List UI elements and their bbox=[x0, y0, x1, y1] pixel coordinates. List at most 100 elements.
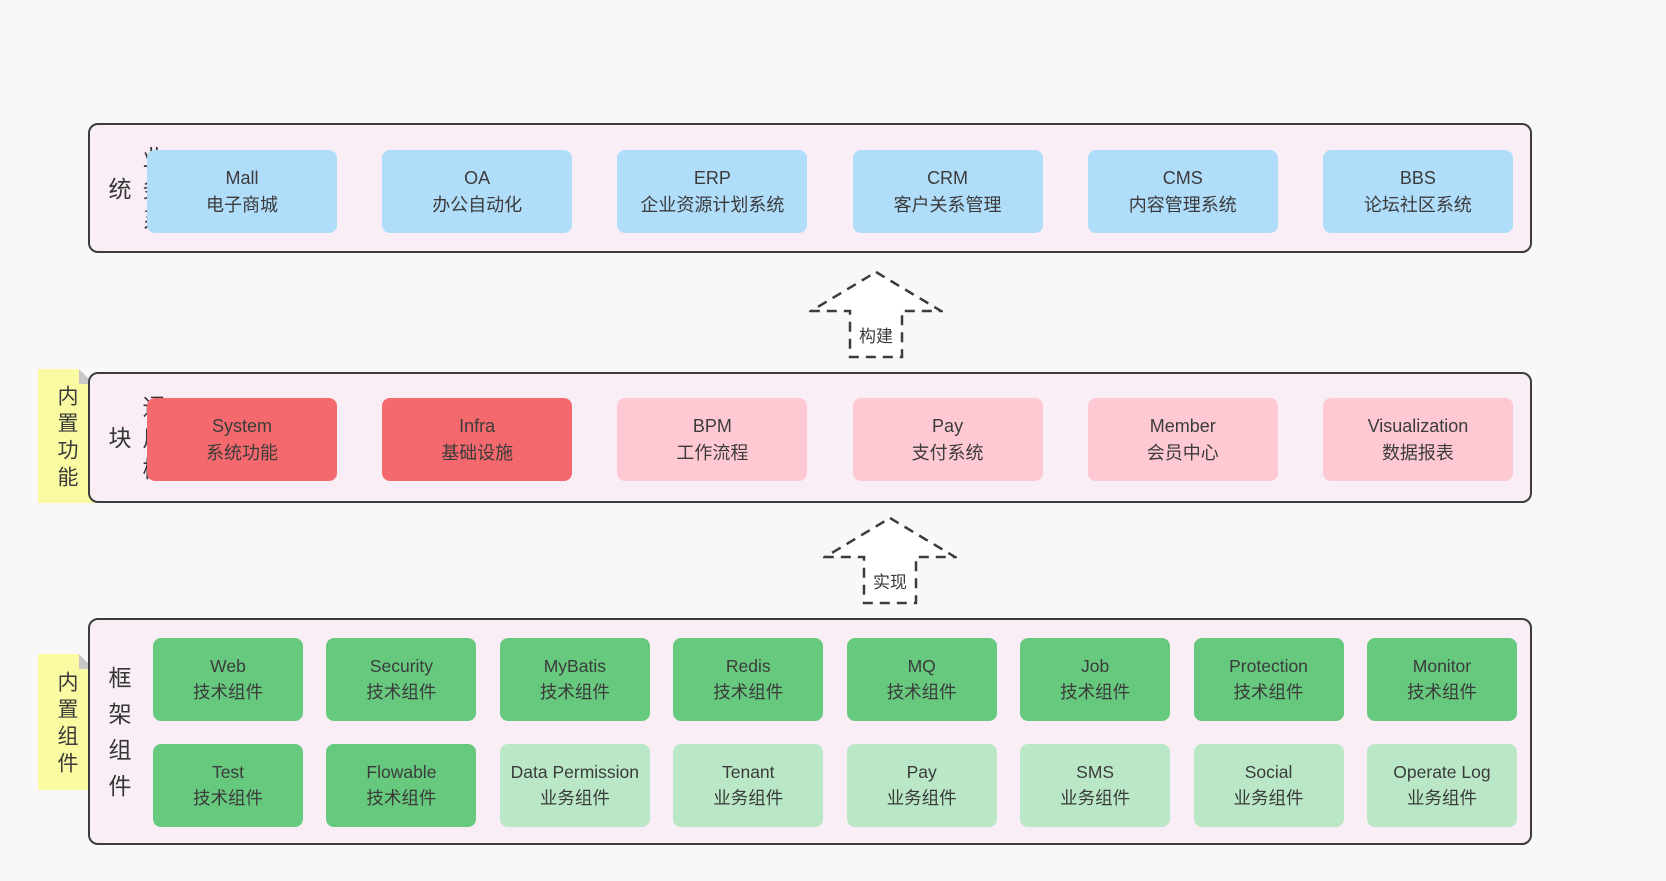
box-name: Tenant bbox=[721, 762, 775, 783]
common-modules-panel: 通用模块 System 系统功能 Infra 基础设施 BPM 工作流程 Pay… bbox=[88, 372, 1532, 503]
builtin-components-note: 内置组件 bbox=[38, 654, 94, 790]
box-tenant: Tenant 业务组件 bbox=[673, 744, 824, 827]
box-name: Data Permission bbox=[510, 762, 640, 783]
box-data-permission: Data Permission 业务组件 bbox=[499, 744, 650, 827]
box-desc: 业务组件 bbox=[1060, 787, 1131, 808]
box-name: BPM bbox=[692, 416, 732, 437]
box-desc: 技术组件 bbox=[1233, 681, 1304, 702]
box-name: BBS bbox=[1399, 168, 1436, 189]
box-social: Social 业务组件 bbox=[1193, 744, 1344, 827]
framework-components-panel: 框架组件 Web 技术组件 Security 技术组件 MyBatis 技术组件… bbox=[88, 618, 1532, 845]
box-desc: 企业资源计划系统 bbox=[640, 194, 785, 215]
box-job: Job 技术组件 bbox=[1020, 638, 1171, 721]
box-redis: Redis 技术组件 bbox=[673, 638, 824, 721]
box-name: System bbox=[211, 416, 272, 437]
box-name: Security bbox=[369, 656, 434, 677]
box-name: Flowable bbox=[366, 762, 437, 783]
box-desc: 内容管理系统 bbox=[1128, 194, 1237, 215]
box-oa: OA 办公自动化 bbox=[382, 150, 573, 233]
box-name: Test bbox=[211, 762, 245, 783]
box-mall: Mall 电子商城 bbox=[147, 150, 337, 233]
dashed-up-arrow-icon bbox=[820, 516, 960, 605]
box-name: Monitor bbox=[1412, 656, 1472, 677]
dashed-up-arrow-icon bbox=[806, 270, 946, 359]
box-name: Pay bbox=[932, 416, 964, 437]
box-infra: Infra 基础设施 bbox=[382, 398, 573, 481]
box-name: Pay bbox=[906, 762, 937, 783]
box-security: Security 技术组件 bbox=[326, 638, 477, 721]
box-desc: 业务组件 bbox=[539, 787, 610, 808]
box-name: MQ bbox=[907, 656, 936, 677]
box-bpm: BPM 工作流程 bbox=[617, 398, 808, 481]
box-bbs: BBS 论坛社区系统 bbox=[1322, 150, 1513, 233]
implement-arrow: 实现 bbox=[820, 516, 960, 606]
box-web: Web 技术组件 bbox=[153, 638, 303, 721]
box-flowable: Flowable 技术组件 bbox=[326, 744, 477, 827]
box-desc: 业务组件 bbox=[1406, 787, 1477, 808]
box-desc: 技术组件 bbox=[366, 787, 437, 808]
box-name: CRM bbox=[927, 168, 969, 189]
box-desc: 工作流程 bbox=[676, 442, 749, 463]
box-desc: 技术组件 bbox=[713, 681, 784, 702]
box-desc: 客户关系管理 bbox=[893, 194, 1002, 215]
box-system: System 系统功能 bbox=[147, 398, 337, 481]
box-visualization: Visualization 数据报表 bbox=[1322, 398, 1513, 481]
box-name: Infra bbox=[459, 416, 496, 437]
box-desc: 基础设施 bbox=[441, 442, 514, 463]
framework-row-1: Web 技术组件 Security 技术组件 MyBatis 技术组件 Redi… bbox=[153, 638, 1517, 721]
box-cms: CMS 内容管理系统 bbox=[1087, 150, 1278, 233]
box-desc: 电子商城 bbox=[206, 194, 278, 215]
builtin-components-note-label: 内置组件 bbox=[55, 671, 78, 779]
box-desc: 论坛社区系统 bbox=[1363, 194, 1472, 215]
box-protection: Protection 技术组件 bbox=[1193, 638, 1344, 721]
box-name: Operate Log bbox=[1393, 762, 1491, 783]
box-desc: 技术组件 bbox=[1060, 681, 1131, 702]
box-name: Visualization bbox=[1367, 416, 1469, 437]
box-desc: 技术组件 bbox=[1406, 681, 1477, 702]
implement-arrow-label: 实现 bbox=[870, 568, 910, 593]
box-desc: 办公自动化 bbox=[432, 194, 523, 215]
box-desc: 业务组件 bbox=[713, 787, 784, 808]
box-desc: 技术组件 bbox=[193, 681, 263, 702]
box-name: Redis bbox=[725, 656, 771, 677]
box-sms: SMS 业务组件 bbox=[1020, 744, 1171, 827]
builtin-features-note-label: 内置功能 bbox=[55, 385, 78, 493]
box-operate-log: Operate Log 业务组件 bbox=[1366, 744, 1517, 827]
build-arrow: 构建 bbox=[806, 270, 946, 360]
box-name: CMS bbox=[1162, 168, 1203, 189]
framework-components-label: 框架组件 bbox=[105, 666, 131, 810]
box-monitor: Monitor 技术组件 bbox=[1366, 638, 1517, 721]
box-desc: 技术组件 bbox=[539, 681, 610, 702]
box-erp: ERP 企业资源计划系统 bbox=[617, 150, 808, 233]
business-systems-row: Mall 电子商城 OA 办公自动化 ERP 企业资源计划系统 CRM 客户关系… bbox=[147, 150, 1513, 233]
box-desc: 系统功能 bbox=[206, 442, 278, 463]
box-pay-system: Pay 支付系统 bbox=[852, 398, 1043, 481]
box-test: Test 技术组件 bbox=[153, 744, 303, 827]
box-name: Web bbox=[210, 656, 246, 677]
box-desc: 业务组件 bbox=[886, 787, 957, 808]
box-desc: 技术组件 bbox=[886, 681, 957, 702]
box-mq: MQ 技术组件 bbox=[846, 638, 997, 721]
box-member: Member 会员中心 bbox=[1087, 398, 1278, 481]
box-desc: 技术组件 bbox=[193, 787, 263, 808]
box-mybatis: MyBatis 技术组件 bbox=[499, 638, 650, 721]
box-desc: 技术组件 bbox=[366, 681, 437, 702]
box-name: Job bbox=[1081, 656, 1110, 677]
box-name: Member bbox=[1149, 416, 1216, 437]
box-name: ERP bbox=[693, 168, 731, 189]
build-arrow-label: 构建 bbox=[856, 322, 896, 347]
box-name: MyBatis bbox=[543, 656, 606, 677]
box-desc: 会员中心 bbox=[1146, 442, 1219, 463]
box-crm: CRM 客户关系管理 bbox=[852, 150, 1043, 233]
box-desc: 支付系统 bbox=[911, 442, 984, 463]
box-name: Mall bbox=[225, 168, 259, 189]
framework-row-2: Test 技术组件 Flowable 技术组件 Data Permission … bbox=[153, 744, 1517, 827]
box-name: SMS bbox=[1076, 762, 1115, 783]
box-desc: 业务组件 bbox=[1233, 787, 1304, 808]
box-name: OA bbox=[464, 168, 491, 189]
box-name: Social bbox=[1244, 762, 1293, 783]
builtin-features-note: 内置功能 bbox=[38, 369, 94, 503]
box-name: Protection bbox=[1229, 656, 1308, 677]
box-desc: 数据报表 bbox=[1381, 442, 1454, 463]
